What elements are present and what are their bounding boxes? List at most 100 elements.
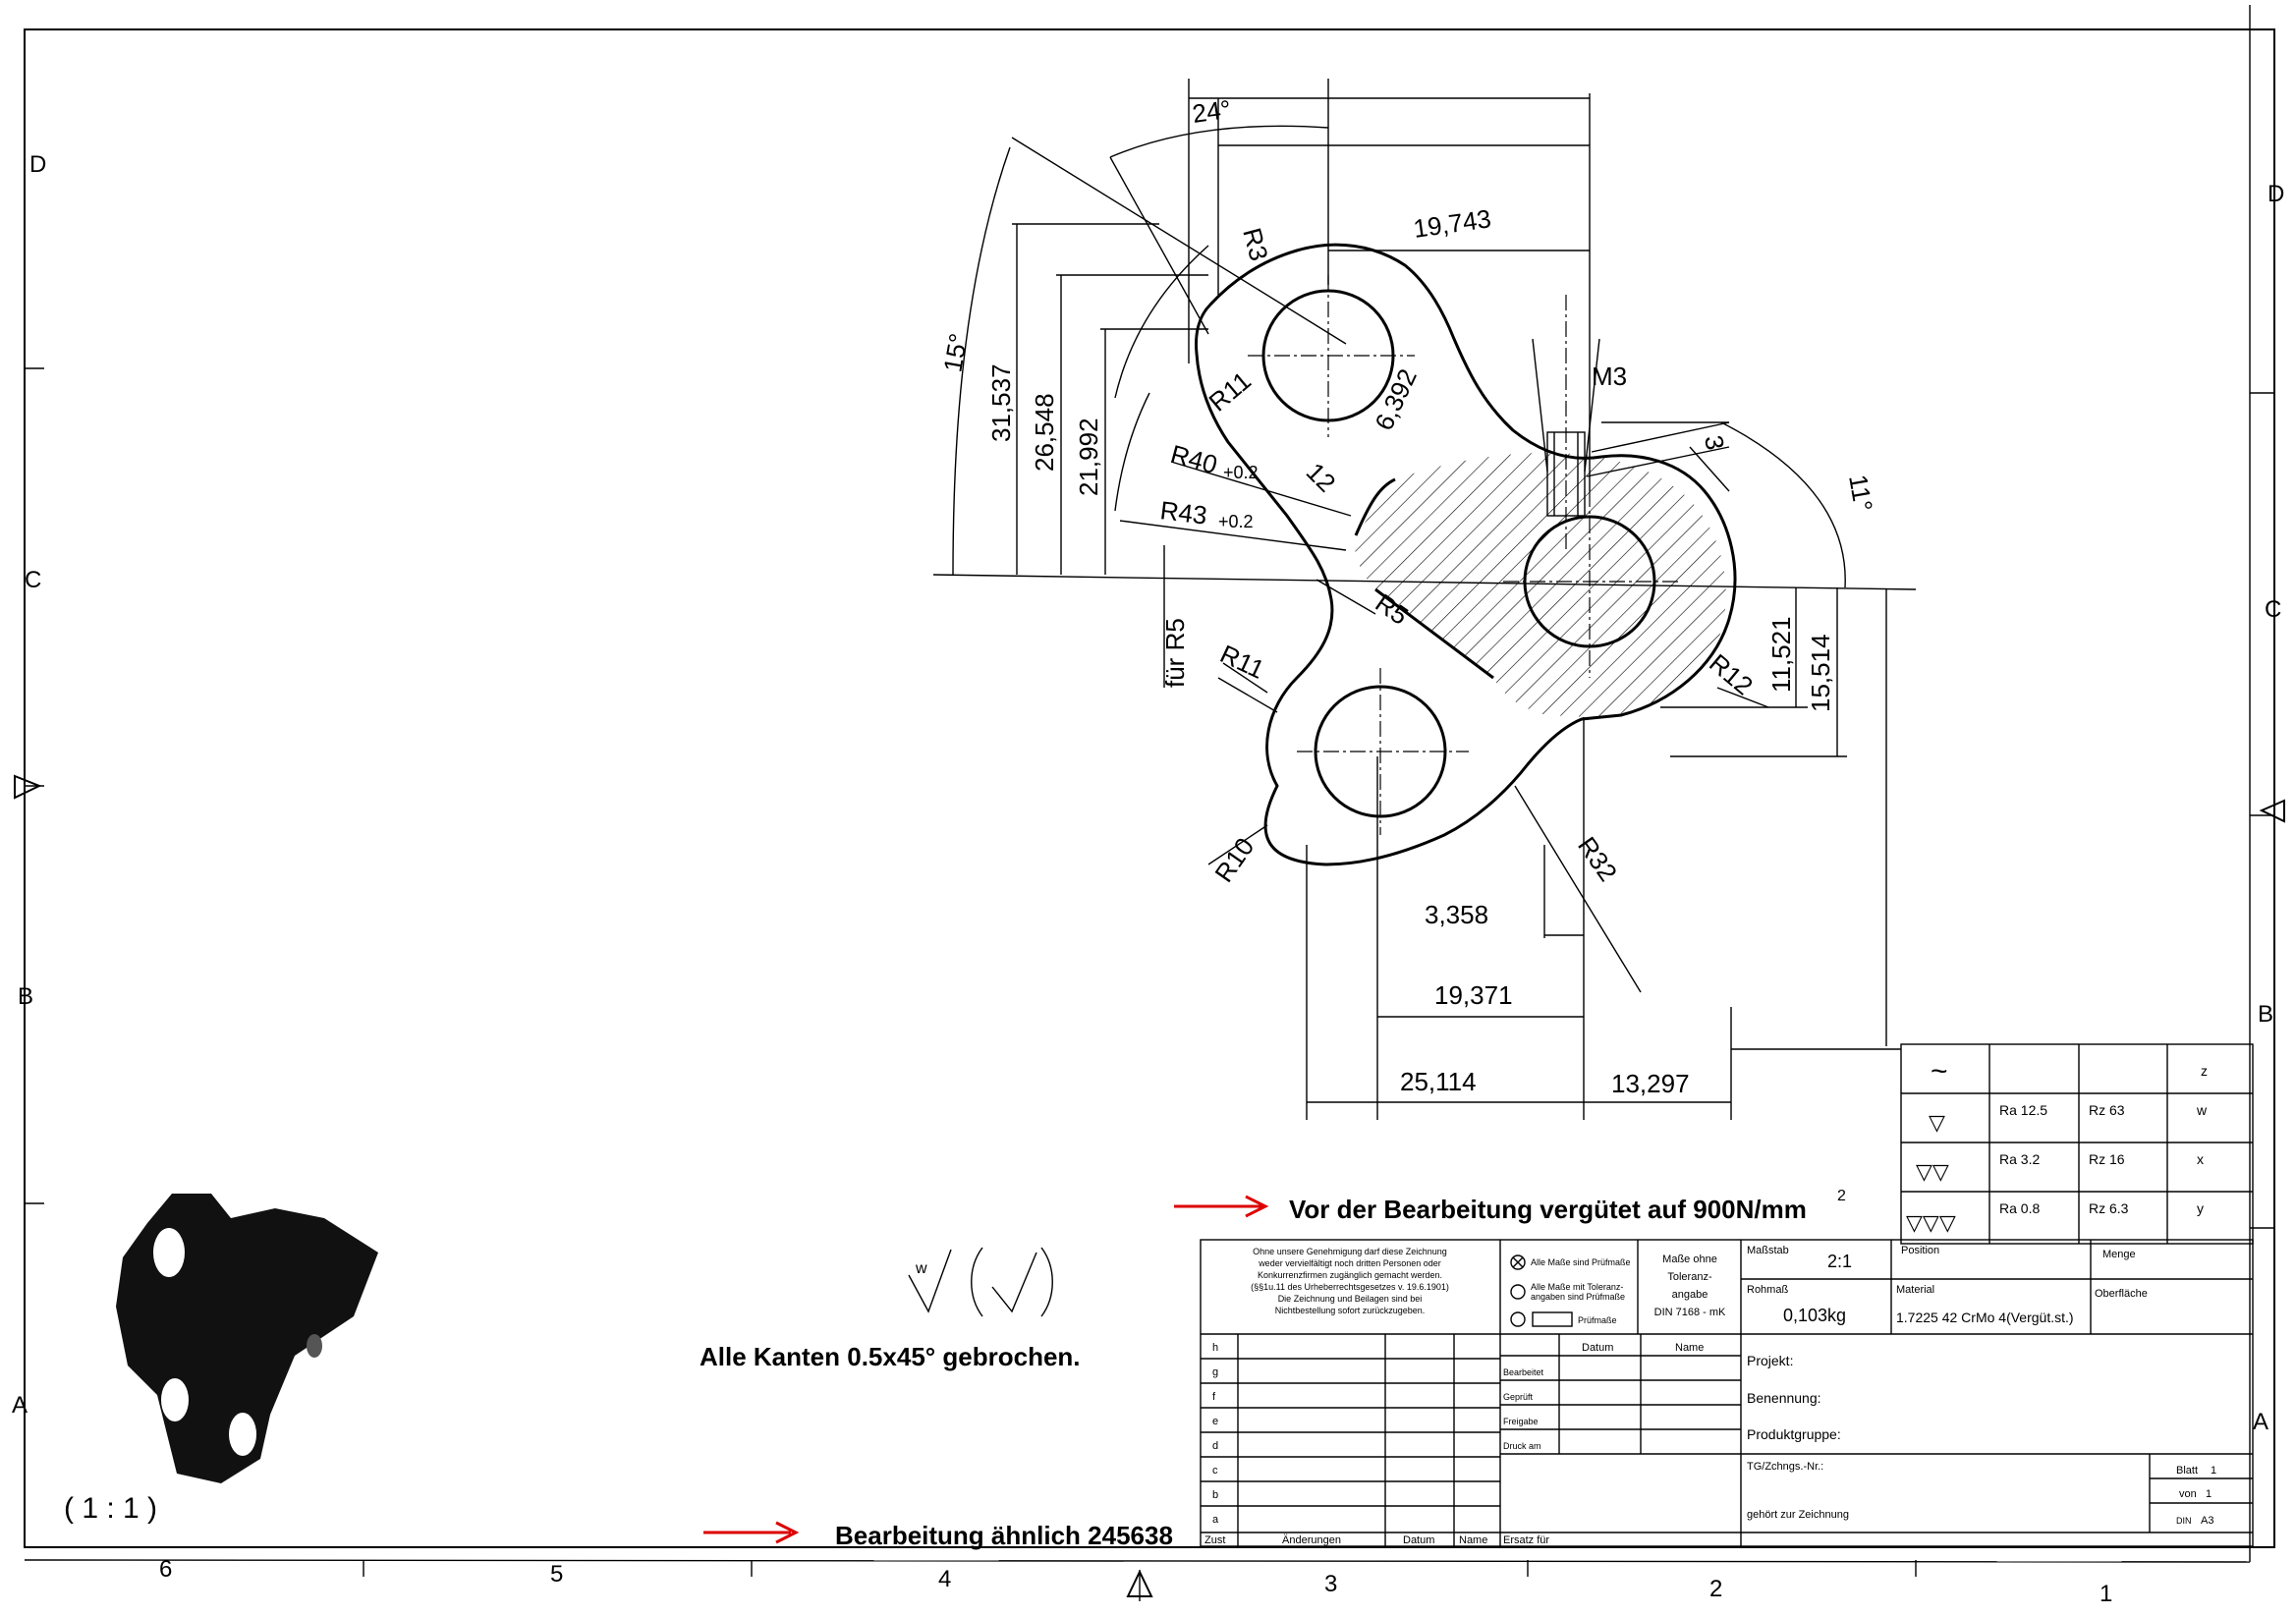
dim-r40: R40 [1167,439,1220,479]
surface-row-1-label: w [2196,1102,2208,1118]
druck-am-label: Druck am [1503,1441,1541,1451]
surface-symbol-w: w [915,1260,927,1277]
iso-scale-label: ( 1 : 1 ) [64,1492,157,1525]
dim-21992: 21,992 [1074,418,1103,496]
surface-row-2-label: x [2197,1151,2204,1167]
tolerance-line-1: Maße ohne [1662,1254,1717,1265]
tolerance-line-3: angabe [1672,1289,1708,1301]
rev-row-g: g [1212,1366,1218,1378]
zone-row-d-right: D [2268,181,2284,207]
surface-row-2-rz: Rz 16 [2089,1151,2125,1167]
dim-r10: R10 [1208,832,1260,887]
zone-row-c: C [25,567,41,593]
projekt-label: Projekt: [1747,1353,1793,1368]
part-outline [1195,243,1737,866]
material-value: 1.7225 42 CrMo 4(Vergüt.st.) [1896,1310,2074,1325]
dim-19371: 19,371 [1434,980,1513,1010]
menge-label: Menge [2102,1249,2136,1260]
dim-r40-tol: +0.2 [1223,463,1259,482]
material-label: Material [1896,1284,1934,1296]
dim-m3: M3 [1592,362,1627,391]
tolerance-line-4: DIN 7168 - mK [1654,1307,1726,1318]
gehort-label: gehört zur Zeichnung [1747,1509,1849,1521]
heat-treatment-note: Vor der Bearbeitung vergütet auf 900N/mm [1289,1195,1807,1224]
dim-angle-11: 11° [1843,473,1878,514]
zone-col-6: 6 [159,1556,172,1583]
approval-datum-header: Datum [1582,1342,1613,1354]
rev-row-f: f [1212,1391,1216,1403]
surface-row-2-symbol: ▽▽ [1916,1159,1949,1184]
dim-3: 3 [1699,433,1730,452]
blatt-value: 1 [2211,1465,2216,1477]
surface-row-3-ra: Ra 0.8 [1999,1200,2040,1216]
option-tol-dims-a: Alle Maße mit Toleranz- [1531,1282,1623,1292]
rohmass-label: Rohmaß [1747,1284,1788,1296]
drawing-frame [14,5,2285,1601]
dim-r11-left: R11 [1215,639,1268,685]
freigabe-label: Freigabe [1503,1417,1539,1426]
zone-col-3: 3 [1324,1571,1337,1597]
zone-col-5: 5 [550,1561,563,1588]
isometric-view [116,1194,378,1483]
rev-row-e: e [1212,1416,1218,1427]
dim-31537: 31,537 [986,363,1016,442]
dim-13297: 13,297 [1611,1069,1690,1098]
dim-fur-r5: für R5 [1160,618,1190,688]
edges-note: Alle Kanten 0.5x45° gebrochen. [700,1342,1081,1371]
zone-row-b-right: B [2258,1001,2273,1028]
title-block-grid [1200,1239,2254,1547]
dim-r43-tol: +0.2 [1218,512,1254,531]
zone-row-a-right: A [2253,1409,2268,1435]
rev-header-anderungen: Änderungen [1282,1534,1341,1546]
surface-row-3-label: y [2197,1200,2204,1216]
dim-15514: 15,514 [1806,634,1835,712]
massstab-value: 2:1 [1827,1252,1852,1271]
rev-header-zust: Zust [1204,1534,1225,1546]
dim-r43: R43 [1158,495,1208,530]
rev-header-name: Name [1459,1534,1487,1546]
copyright-line-5: Die Zeichnung und Beilagen sind bei [1278,1294,1423,1304]
title-block-text: Ohne unsere Genehmigung darf diese Zeich… [1204,1245,2216,1546]
rev-row-c: c [1212,1465,1218,1477]
zone-col-1: 1 [2100,1581,2112,1607]
tg-nr-label: TG/Zchngs.-Nr.: [1747,1461,1823,1473]
bearbeitet-label: Bearbeitet [1503,1367,1544,1377]
rev-row-a: a [1212,1514,1219,1526]
dim-r32: R32 [1572,831,1623,886]
produktgruppe-label: Produktgruppe: [1747,1426,1841,1442]
dim-12: 12 [1301,457,1342,498]
rev-header-datum: Datum [1403,1534,1434,1546]
zone-col-2: 2 [1709,1576,1722,1602]
rev-row-h: h [1212,1342,1218,1354]
surface-roughness-table [1900,1043,2254,1245]
heat-treatment-sup: 2 [1837,1188,1846,1204]
option-pruefmasse: Prüfmaße [1578,1315,1617,1325]
copyright-line-3: Konkurrenzfirmen zugänglich gemacht werd… [1258,1270,1442,1280]
din-label: DIN [2176,1516,2192,1526]
gepruft-label: Geprüft [1503,1392,1534,1402]
dim-r3: R3 [1237,225,1274,264]
machining-note: Bearbeitung ähnlich 245638 [835,1521,1173,1550]
dim-3358: 3,358 [1425,900,1488,929]
copyright-line-2: weder vervielfältigt noch dritten Person… [1258,1258,1441,1268]
dim-angle-15: 15° [937,331,973,374]
benennung-label: Benennung: [1747,1390,1821,1406]
notes-area: Vor der Bearbeitung vergütet auf 900N/mm… [700,1188,1846,1550]
zone-row-b: B [18,983,33,1010]
dim-angle-24: 24° [1191,94,1233,129]
surface-row-3-rz: Rz 6.3 [2089,1200,2129,1216]
dim-11521: 11,521 [1766,616,1796,693]
surface-row-1-ra: Ra 12.5 [1999,1102,2047,1118]
copyright-line-6: Nichtbestellung sofort zurückzugeben. [1275,1306,1426,1315]
surface-row-1-rz: Rz 63 [2089,1102,2125,1118]
massstab-label: Maßstab [1747,1245,1789,1256]
dimension-lines [932,79,1917,1120]
option-tol-dims-b: angaben sind Prüfmaße [1531,1292,1625,1302]
rev-row-d: d [1212,1440,1218,1452]
din-value: A3 [2201,1515,2213,1527]
surface-row-2-ra: Ra 3.2 [1999,1151,2040,1167]
surface-row-1-symbol: ▽ [1929,1110,1945,1135]
dim-19743: 19,743 [1412,203,1493,244]
von-value: 1 [2206,1488,2212,1500]
